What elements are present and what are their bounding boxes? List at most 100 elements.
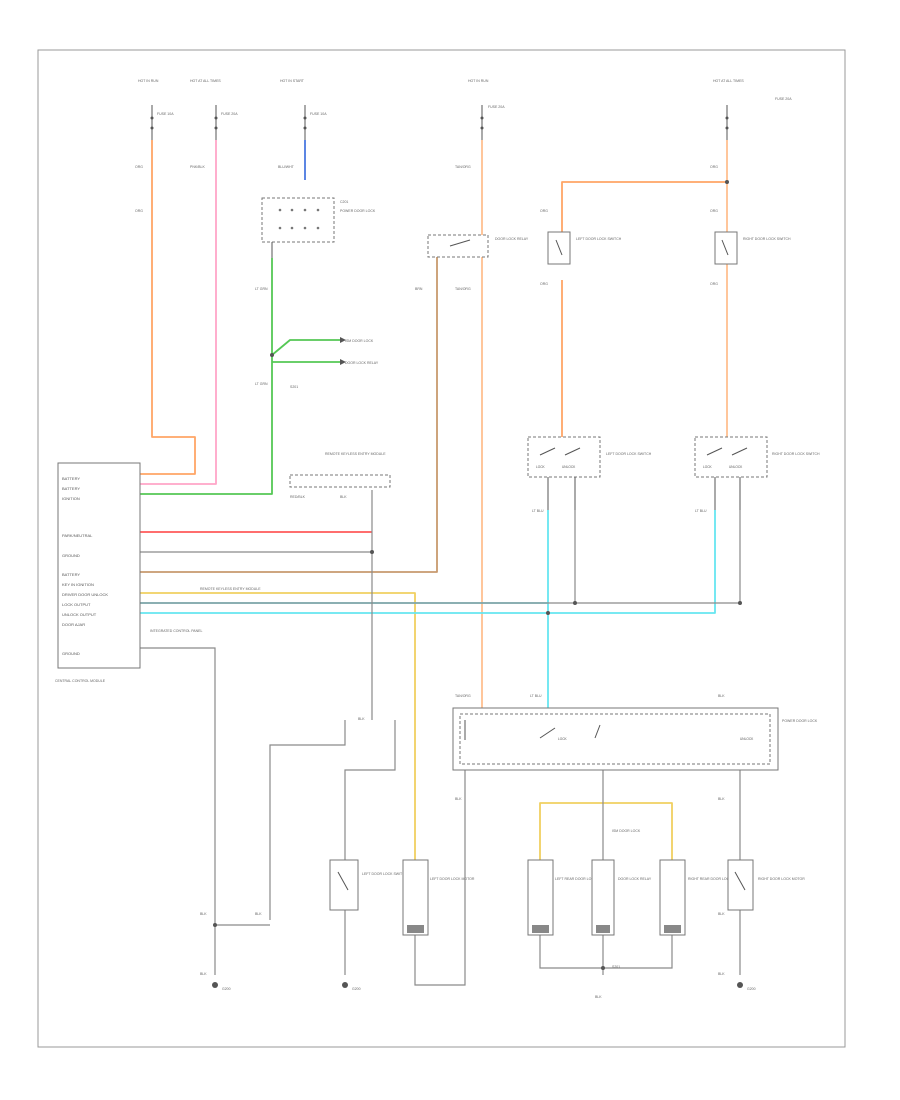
splice-dot: [601, 966, 605, 970]
relay-label: LEFT DOOR LOCK SWITCH: [576, 237, 622, 241]
branch-label-1: ISM DOOR LOCK: [345, 339, 374, 343]
fuse-2-rating: FUSE 20A: [221, 112, 238, 116]
module-pin-ignition: IGNITION: [62, 496, 80, 501]
wire-label: TAN/ORG: [455, 287, 471, 291]
wire-label: ORG: [710, 282, 718, 286]
wire-label: LT GRN: [255, 382, 268, 386]
wire-label: ORG: [710, 209, 718, 213]
lower-switch-pin: BLK: [358, 717, 365, 721]
ground-label: G200: [352, 987, 361, 991]
fuse-1-rating: FUSE 10A: [157, 112, 174, 116]
wire-gray-switch-common: [269, 720, 346, 920]
wire-label: BLK: [718, 912, 725, 916]
fuse-2-label: HOT AT ALL TIMES: [190, 79, 221, 83]
wire-orange-battery: [140, 140, 196, 475]
splice-label: S201: [290, 385, 298, 389]
relay-lower-label: DOOR LOCK RELAY: [618, 877, 652, 881]
module-pin-park: PARK/NEUTRAL: [62, 533, 93, 538]
connector-c201: C201 POWER DOOR LOCK: [261, 197, 376, 258]
motor-label: RIGHT DOOR LOCK MOTOR: [758, 877, 805, 881]
relay-label: RIGHT DOOR LOCK SWITCH: [743, 237, 791, 241]
rke-pin: RED/BLK: [290, 495, 306, 499]
wire-label: BLK: [455, 797, 462, 801]
fuse-1-label: HOT IN RUN: [138, 79, 159, 83]
module-pin-lock-out: LOCK OUTPUT: [62, 602, 91, 607]
ground-symbols: G200 G200 G200 S201: [212, 965, 756, 991]
wire-label: LT BLU: [532, 509, 544, 513]
wire-green-main: [140, 258, 273, 495]
module-pin-ground: GROUND: [62, 553, 80, 558]
lower-switch-label: LEFT DOOR LOCK SWITCH: [362, 872, 408, 876]
wire-label: BLK: [200, 912, 207, 916]
fuse-5-label: HOT AT ALL TIMES: [713, 79, 744, 83]
ground-icon: [212, 982, 218, 988]
wire-label: ORG: [135, 209, 143, 213]
central-control-module: BATTERY BATTERY IGNITION PARK/NEUTRAL GR…: [55, 462, 261, 683]
wire-label: BLU/WHT: [278, 165, 295, 169]
motor-label: LEFT DOOR LOCK MOTOR: [430, 877, 475, 881]
switch-pin-label: UNLOCK: [729, 465, 743, 469]
wire-gray-ground-left: [140, 647, 216, 975]
door-lock-relay-right: RIGHT DOOR LOCK SWITCH: [714, 231, 791, 265]
wire-yellow-lock: [140, 592, 416, 860]
power-module-label: POWER DOOR LOCK: [782, 719, 818, 723]
wire-label: ORG: [710, 165, 718, 169]
motor-label: LEFT REAR DOOR LOCK MOTOR: [555, 877, 611, 881]
switch-pin-label: LOCK: [703, 465, 713, 469]
arrow-icon: [340, 359, 346, 365]
door-lock-relay-center: LEFT DOOR LOCK SWITCH: [547, 231, 622, 265]
fuse-4: HOT IN RUN FUSE 20A: [468, 79, 505, 140]
connector-c201-label: C201: [340, 200, 348, 204]
splice-label-lower: S201: [612, 965, 620, 969]
wire-label: TAN/ORG: [455, 694, 471, 698]
lower-left-switch-group: LEFT DOOR LOCK SWITCH BLK: [329, 717, 408, 911]
wire-label: BRN: [415, 287, 423, 291]
switch-label: RIGHT DOOR LOCK SWITCH: [772, 452, 820, 456]
wire-green-branch-1: [271, 339, 340, 356]
motor-label: RIGHT REAR DOOR LOCK MOTOR: [688, 877, 746, 881]
remote-keyless-entry-module: REMOTE KEYLESS ENTRY MODULE RED/BLK BLK: [289, 452, 391, 499]
splice-dot: [738, 601, 742, 605]
module-pin-battery: BATTERY: [62, 476, 80, 481]
left-door-lock-motor: LEFT DOOR LOCK MOTOR: [402, 859, 475, 936]
right-door-lock-motor: RIGHT DOOR LOCK MOTOR: [727, 859, 805, 911]
fuse-4-rating: FUSE 20A: [488, 105, 505, 109]
rke-pin: BLK: [340, 495, 347, 499]
module-pin-label: UNLOCK: [740, 737, 754, 741]
power-door-lock-module: LOCK UNLOCK POWER DOOR LOCK: [452, 707, 818, 771]
module-pin-battery-2: BATTERY: [62, 486, 80, 491]
gray-wires: [140, 490, 741, 986]
module-pin-door-ajar: DOOR AJAR: [62, 622, 85, 627]
wire-label: BLK: [718, 694, 725, 698]
wire-label: BLK: [718, 797, 725, 801]
wire-label: ORG: [540, 282, 548, 286]
fuse-5-rating: FUSE 20A: [775, 97, 792, 101]
wire-label: BLK: [200, 972, 207, 976]
wire-label: ORG: [135, 165, 143, 169]
fuse-group: HOT IN RUN FUSE 10A HOT AT ALL TIMES FUS…: [138, 79, 792, 140]
fuse-3-rating: FUSE 10A: [310, 112, 327, 116]
wire-label: BLK: [595, 995, 602, 999]
wire-brown: [140, 255, 438, 573]
fuse-1: HOT IN RUN FUSE 10A: [138, 79, 174, 140]
splice-dot: [546, 611, 550, 615]
wire-gray-motor-bus: [539, 935, 673, 969]
wire-label: BLK: [718, 972, 725, 976]
wire-label: LT GRN: [255, 287, 268, 291]
module-note-2: REMOTE KEYLESS ENTRY MODULE: [200, 587, 261, 591]
arrow-icon: [340, 337, 346, 343]
ground-icon: [737, 982, 743, 988]
module-pin-driver-unlock: DRIVER DOOR UNLOCK: [62, 592, 108, 597]
splice-dot: [725, 180, 729, 184]
left-rear-door-lock-motor: LEFT REAR DOOR LOCK MOTOR: [527, 859, 611, 936]
wire-label: LT BLU: [695, 509, 707, 513]
wire-label: TAN/ORG: [455, 165, 471, 169]
wire-label: PNK/BLK: [190, 165, 205, 169]
fuse-3-label: HOT IN START: [280, 79, 305, 83]
wire-orange-upper: [561, 181, 727, 240]
relay-label: DOOR LOCK RELAY: [495, 237, 529, 241]
left-door-lock-switch: LOCK UNLOCK LEFT DOOR LOCK SWITCH: [527, 436, 652, 510]
splice-dot: [270, 353, 274, 357]
wire-gray-module-out-1: [414, 770, 466, 986]
